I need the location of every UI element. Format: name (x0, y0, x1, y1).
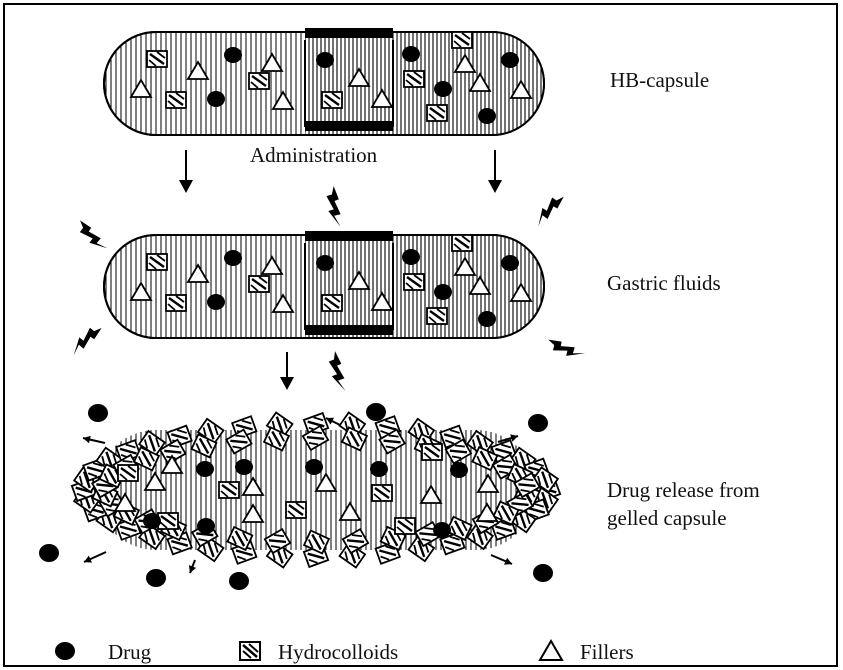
drug-legend-icon (55, 642, 75, 660)
drug-particle (501, 255, 519, 271)
capsule-band-bottom (305, 121, 393, 131)
drug-particle (434, 284, 452, 300)
stage-label-drug-release-line2: gelled capsule (607, 506, 727, 530)
drug-particle (235, 459, 253, 475)
hydrocolloid-particle (395, 518, 415, 534)
drug-particle (88, 404, 108, 422)
legend-drug-label: Drug (108, 640, 152, 664)
hydrocolloid-particle (249, 276, 269, 292)
lightning-bolt-icon (329, 351, 346, 391)
drug-particle (478, 108, 496, 124)
drug-particle (316, 52, 334, 68)
drug-particle (224, 47, 242, 63)
hydrocolloid-particle (422, 444, 442, 460)
legend-hydrocolloids-label: Hydrocolloids (278, 640, 398, 664)
capsule-stage-3 (39, 403, 560, 590)
drug-particle (402, 249, 420, 265)
stage-label-gastric-fluids: Gastric fluids (607, 271, 721, 295)
hydrocolloid-particle (166, 295, 186, 311)
drug-particle (370, 461, 388, 477)
drug-particle (197, 518, 215, 534)
hydrocolloid-particle (427, 308, 447, 324)
drug-particle (229, 572, 249, 590)
lightning-bolt-icon (324, 186, 344, 227)
drug-particle (143, 513, 161, 529)
drug-particle (305, 459, 323, 475)
drug-particle (196, 461, 214, 477)
drug-particle (39, 544, 59, 562)
drug-particle (146, 569, 166, 587)
stage-2-arrow (280, 352, 294, 390)
stage-label-drug-release-line1: Drug release from (607, 478, 760, 502)
administration-label: Administration (250, 143, 378, 167)
hydrocolloid-particle (322, 92, 342, 108)
hydrocolloid-particle (452, 235, 472, 251)
hydrocolloid-particle (166, 92, 186, 108)
hydrocolloid-particle (427, 105, 447, 121)
hydrocolloid-particle (452, 32, 472, 48)
drug-particle (528, 414, 548, 432)
hydrocolloid-particle (118, 465, 138, 481)
drug-particle (366, 403, 386, 421)
lightning-bolt-icon (545, 331, 585, 366)
drug-particle (533, 564, 553, 582)
stage-label-hb-capsule: HB-capsule (610, 68, 709, 92)
drug-particle (207, 294, 225, 310)
hydrocolloid-particle (147, 51, 167, 67)
hydrocolloid-particle (404, 71, 424, 87)
drug-particle (316, 255, 334, 271)
hydrocolloid-particle (372, 485, 392, 501)
legend: Drug Hydrocolloids Fillers (55, 640, 634, 664)
drug-particle (433, 522, 451, 538)
filler-legend-icon (540, 641, 562, 660)
lightning-bolt-icon (75, 215, 108, 256)
lightning-bolt-icon (529, 192, 569, 227)
drug-particle (224, 250, 242, 266)
hydrocolloid-particle (404, 274, 424, 290)
capsule-stage-1 (104, 28, 544, 135)
drug-particle (402, 46, 420, 62)
lightning-bolt-icon (66, 323, 107, 356)
capsule-stage-2 (104, 231, 544, 338)
hydrocolloid-particle (249, 73, 269, 89)
hydrocolloid-legend-icon (240, 642, 260, 660)
hydrocolloid-particle (147, 254, 167, 270)
drug-particle (501, 52, 519, 68)
drug-particle (478, 311, 496, 327)
drug-particle (207, 91, 225, 107)
hydrocolloid-particle (322, 295, 342, 311)
drug-particle (450, 462, 468, 478)
drug-particle (434, 81, 452, 97)
legend-fillers-label: Fillers (580, 640, 634, 664)
hydrocolloid-particle (286, 502, 306, 518)
hydrocolloid-particle (219, 482, 239, 498)
